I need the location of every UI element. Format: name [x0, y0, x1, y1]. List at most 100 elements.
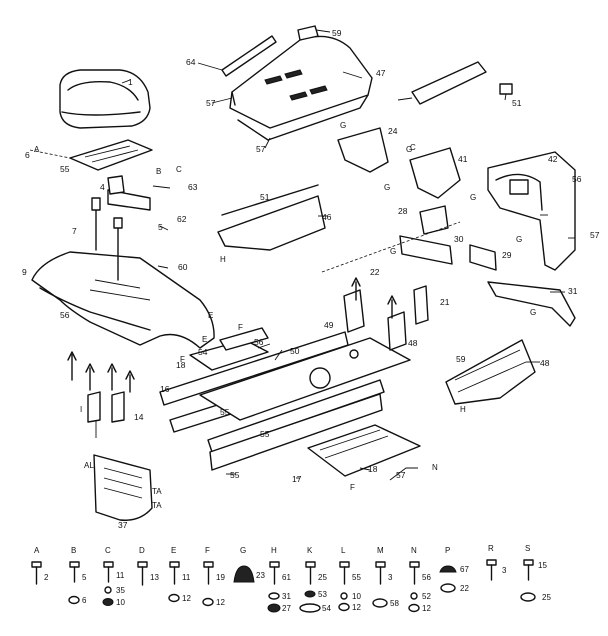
- letter-f2: F: [180, 355, 185, 364]
- letter-i1: I: [80, 405, 82, 414]
- callout-42: 55: [60, 164, 70, 174]
- callout-50b: 55: [260, 429, 270, 439]
- letter-b1: B: [156, 167, 161, 176]
- hw-letter-k: K: [307, 546, 313, 555]
- letter-labels: A B C E F H G G C G G G G G H I E F F N …: [34, 121, 536, 510]
- hw-r-1: 3: [502, 566, 507, 575]
- callout-30: 31: [568, 286, 578, 296]
- hw-n-2: 52: [422, 592, 431, 601]
- callout-41: 37: [118, 520, 128, 530]
- hw-h-1: 61: [282, 573, 291, 582]
- footrest-part: [307, 424, 421, 477]
- letter-n1: N: [432, 463, 438, 472]
- small-decal-part: [499, 83, 513, 95]
- hardware-nut-g: [233, 565, 255, 583]
- callout-22: 24: [388, 126, 398, 136]
- callout-34: 47: [376, 68, 386, 78]
- footrest-bracket-part: [87, 391, 125, 423]
- callout-49b: 57: [256, 144, 266, 154]
- hw-letter-m: M: [377, 546, 384, 555]
- hardware-labels: A 2 B 5 6 C 11 35 10 D 13 E 11 12 F 19 1…: [34, 544, 551, 613]
- callout-63: 63: [188, 182, 198, 192]
- letter-e1: E: [208, 311, 213, 320]
- hw-letter-h: H: [271, 546, 277, 555]
- hw-b-1: 5: [82, 573, 87, 582]
- side-decal-part: [411, 61, 487, 105]
- hw-c-1: 11: [116, 571, 125, 580]
- hw-f-2: 12: [216, 598, 225, 607]
- callout-4: 4: [100, 182, 105, 192]
- seat-pan-part: [29, 139, 153, 171]
- hw-m-1: 3: [388, 573, 393, 582]
- letter-g1: G: [340, 121, 346, 130]
- hardware-bolt-d: [137, 561, 148, 586]
- callout-62: 62: [177, 214, 187, 224]
- hw-g-1: 23: [256, 571, 265, 580]
- hw-b-2: 6: [82, 596, 87, 605]
- callout-36b: 48: [408, 338, 418, 348]
- letter-f1: F: [238, 323, 243, 332]
- letter-e2: E: [202, 335, 207, 344]
- hardware-row: [31, 559, 536, 613]
- letter-c2: C: [410, 143, 416, 152]
- rear-plate-part: [445, 339, 536, 405]
- callout-1: 1: [128, 77, 133, 87]
- hw-h-2: 31: [282, 592, 291, 601]
- hw-l-1: 55: [352, 573, 361, 582]
- hardware-bolt-s: [520, 559, 536, 602]
- callout-28: 29: [502, 250, 512, 260]
- hardware-screw-r: [486, 559, 497, 581]
- hw-letter-n: N: [411, 546, 417, 555]
- callout-36: 48: [540, 358, 550, 368]
- hw-n-1: 56: [422, 573, 431, 582]
- callout-46: 56: [572, 174, 582, 184]
- hw-letter-p: P: [445, 546, 450, 555]
- hw-a-1: 2: [44, 573, 49, 582]
- callout-33: 41: [458, 154, 468, 164]
- letter-g7: G: [530, 308, 536, 317]
- callout-17: 17: [292, 474, 302, 484]
- hw-m-2: 58: [390, 599, 399, 608]
- letter-g6: G: [390, 247, 396, 256]
- hw-n-3: 12: [422, 604, 431, 613]
- callout-18b: 18: [368, 464, 378, 474]
- hw-d-1: 13: [150, 573, 159, 582]
- hw-s-1: 15: [538, 561, 547, 570]
- callout-21: 22: [370, 267, 380, 277]
- hw-letter-l: L: [341, 546, 346, 555]
- callout-35: 42: [548, 154, 558, 164]
- callout-64: 64: [186, 57, 196, 67]
- callout-29: 30: [454, 234, 464, 244]
- letter-a1: A: [34, 145, 40, 154]
- hw-e-2: 12: [182, 594, 191, 603]
- callout-37: 49: [324, 320, 334, 330]
- hw-e-1: 11: [182, 573, 191, 582]
- hood-decal-part: [221, 35, 277, 77]
- callout-56: 51: [512, 98, 522, 108]
- callout-51: 54: [198, 347, 208, 357]
- hw-letter-b: B: [71, 546, 76, 555]
- grille-part: [93, 454, 153, 521]
- hardware-bolt-e: [168, 561, 180, 603]
- rear-bumper-part: [487, 281, 576, 327]
- callout-7: 7: [72, 226, 77, 236]
- hw-letter-e: E: [171, 546, 176, 555]
- hw-l-2: 10: [352, 592, 361, 601]
- hardware-bolt-m: [372, 561, 388, 608]
- callout-labels: 1 6 55 4 63 5 62 7 60 9 56 14 64 59 47 5…: [22, 28, 600, 530]
- callout-48: 56: [254, 337, 264, 347]
- hardware-bolt-a: [31, 561, 42, 585]
- letter-g2: G: [406, 145, 412, 154]
- hw-f-1: 19: [216, 573, 225, 582]
- hw-letter-r: R: [488, 544, 494, 553]
- hardware-bolt-f: [202, 561, 214, 607]
- callout-49a: 57: [206, 98, 216, 108]
- leader-lines: [95, 29, 575, 481]
- hw-p-1: 67: [460, 565, 469, 574]
- frame-main-part: [199, 337, 411, 421]
- callout-59: 59: [332, 28, 342, 38]
- footrest-pan-part: [217, 195, 326, 251]
- hw-letter-s: S: [525, 544, 530, 553]
- letter-h2: H: [460, 405, 466, 414]
